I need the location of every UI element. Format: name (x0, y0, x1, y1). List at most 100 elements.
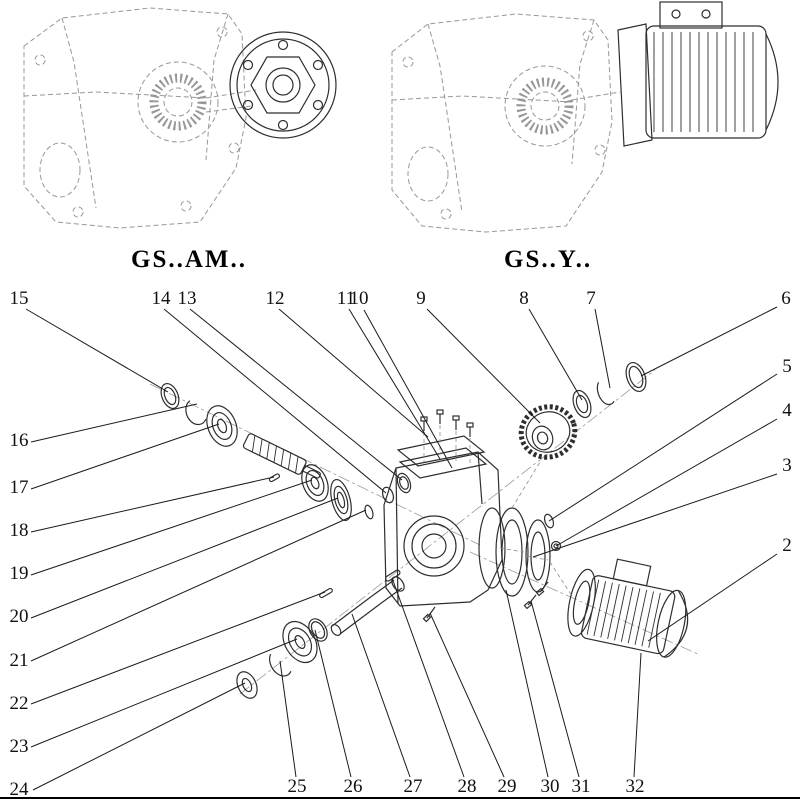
leader-line-29 (429, 612, 505, 778)
part-17-bearing (206, 405, 238, 447)
part-8-thrust-washer (572, 389, 592, 419)
part-worm-shaft (242, 433, 321, 479)
leader-line-13 (189, 308, 403, 481)
assembled-view-gs-am (23, 7, 337, 229)
screw-alignment-dashes (423, 425, 471, 468)
part-number-27: 27 (404, 776, 423, 797)
part-21-spacer-ring (364, 504, 374, 520)
part-12-cover-screws (420, 409, 474, 437)
part-5-seal-washer (543, 513, 555, 529)
part-number-21: 21 (10, 650, 29, 671)
leader-line-16 (30, 403, 198, 443)
part-32-motor (567, 558, 689, 658)
leader-line-2 (647, 553, 778, 642)
part-16-circlip (185, 400, 207, 426)
part-7-circlip (596, 382, 615, 406)
leader-line-3 (532, 473, 778, 558)
assembled-view-gs-y (391, 1, 779, 233)
gs-y-motor (617, 1, 779, 147)
leader-line-17 (30, 423, 220, 490)
housing-cover-assembly (396, 409, 488, 479)
part-number-2: 2 (782, 535, 792, 556)
exploded-view (149, 361, 701, 699)
part-3-flange-gasket (525, 519, 551, 593)
worm-threads (251, 435, 299, 474)
leader-line-6 (640, 306, 778, 377)
leader-line-9 (426, 308, 541, 424)
part-15-seal-ring (160, 382, 180, 410)
part-number-22: 22 (10, 693, 29, 714)
part-number-12: 12 (266, 288, 285, 309)
leader-line-31 (530, 600, 580, 778)
part-number-18: 18 (10, 520, 29, 541)
leader-line-22 (30, 591, 326, 705)
part-13-oil-seal (396, 472, 412, 494)
part-number-13: 13 (178, 288, 197, 309)
part-4-screw-plug (550, 540, 562, 552)
part-number-25: 25 (288, 776, 307, 797)
leader-line-5 (548, 373, 778, 522)
part-number-4: 4 (782, 400, 792, 421)
leader-line-8 (528, 308, 583, 401)
part-number-28: 28 (458, 776, 477, 797)
leader-line-10 (363, 309, 453, 469)
part-number-29: 29 (498, 776, 517, 797)
part-number-23: 23 (10, 736, 29, 757)
leader-line-25 (279, 660, 297, 778)
part-18-dowel-pin (268, 473, 281, 483)
part-14-washer (381, 486, 395, 504)
part-31-flange-screws (523, 581, 549, 610)
part-20-worm-wheel-disc (330, 478, 352, 522)
part-number-32: 32 (626, 776, 645, 797)
model-label-gs-am: GS..AM.. (131, 246, 247, 273)
part-number-19: 19 (10, 563, 29, 584)
part-6-retaining-ring (625, 361, 647, 393)
leader-line-15 (25, 308, 169, 393)
part-24-end-washer (236, 671, 258, 699)
part-26-seal-ring (308, 618, 328, 642)
part-29-screw (422, 606, 436, 623)
part-9-output-gear (518, 404, 578, 460)
page-bottom-rule (0, 797, 800, 799)
leader-line-19 (30, 479, 313, 576)
part-25-circlip (269, 653, 292, 677)
leader-line-20 (30, 497, 339, 619)
part-number-15: 15 (10, 288, 29, 309)
leader-line-30 (505, 589, 549, 778)
part-number-3: 3 (782, 455, 792, 476)
gs-y-motor-fins (653, 32, 754, 132)
part-number-9: 9 (416, 288, 426, 309)
part-number-14: 14 (152, 288, 172, 309)
assembly-dashes (499, 461, 573, 597)
leader-line-7 (594, 308, 611, 389)
leader-line-28 (391, 577, 465, 778)
gs-y-housing-outline (391, 13, 621, 233)
leader-line-14 (163, 308, 387, 494)
leader-line-18 (30, 476, 275, 533)
part-number-7: 7 (586, 288, 596, 309)
leader-line-27 (351, 613, 411, 778)
part-19-bearing (301, 464, 329, 502)
part-23-bearing (282, 620, 318, 664)
part-number-24: 24 (10, 779, 30, 800)
part-number-26: 26 (344, 776, 363, 797)
part-number-10: 10 (350, 288, 369, 309)
part-11-top-cover (396, 435, 486, 467)
motor-fins (586, 579, 661, 648)
part-number-20: 20 (10, 606, 29, 627)
leader-line-26 (314, 629, 352, 778)
gs-am-input-flange (229, 31, 337, 139)
leader-line-4 (555, 418, 778, 547)
leader-line-24 (32, 682, 246, 791)
leader-line-32 (633, 652, 642, 778)
part-27-output-shaft (330, 576, 405, 637)
part-28-shaft-key (384, 569, 401, 582)
part-number-16: 16 (10, 430, 29, 451)
part-22-dowel-pin (319, 587, 333, 599)
part-number-30: 30 (541, 776, 560, 797)
part-number-31: 31 (572, 776, 591, 797)
part-number-5: 5 (782, 356, 792, 377)
